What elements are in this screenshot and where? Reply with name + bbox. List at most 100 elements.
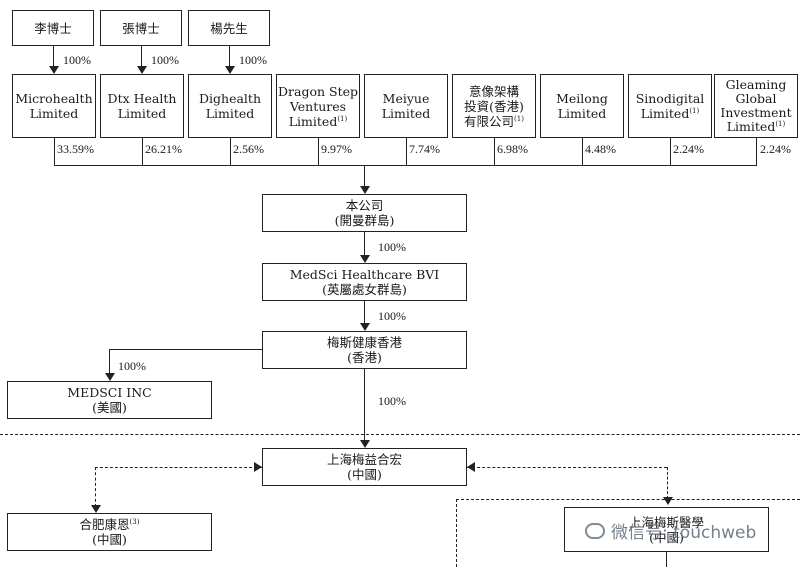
arrow-head bbox=[104, 373, 115, 381]
connector bbox=[364, 165, 366, 188]
connector bbox=[109, 349, 111, 375]
connector bbox=[142, 138, 144, 165]
dashed-connector bbox=[95, 467, 262, 468]
arrow-head bbox=[359, 255, 370, 263]
watermark-text: 微信号: touchweb bbox=[611, 523, 757, 543]
ownership-pct: 9.97% bbox=[321, 142, 352, 156]
hk-box: 梅斯健康香港 (香港) bbox=[262, 331, 467, 369]
holder-name-line: Investment bbox=[720, 105, 792, 120]
holder-name-line: Limited(1) bbox=[289, 114, 348, 129]
bvi-box: MedSci Healthcare BVI (英屬處女群島) bbox=[262, 263, 467, 301]
shareholder-name: 李博士 bbox=[34, 20, 72, 36]
entity-place: (中國) bbox=[92, 532, 127, 547]
shareholder-box-yang: 楊先生 bbox=[188, 10, 270, 46]
holder-name-line: Dtx Health bbox=[107, 91, 177, 106]
arrow-head bbox=[136, 66, 147, 74]
holder-name-line: Dragon Step bbox=[278, 83, 358, 99]
ownership-pct: 26.21% bbox=[145, 142, 182, 156]
holder-name-line: Dighealth bbox=[199, 91, 261, 106]
entity-name: 本公司 bbox=[345, 198, 384, 213]
connector bbox=[582, 138, 584, 165]
connector bbox=[406, 138, 408, 165]
holder-name-text: Limited bbox=[640, 106, 690, 121]
ownership-pct: 100% bbox=[239, 53, 267, 67]
connector bbox=[364, 369, 366, 441]
arrow-head bbox=[467, 462, 475, 472]
connector bbox=[229, 46, 231, 68]
shareholder-box-zhang: 張博士 bbox=[100, 10, 182, 46]
bus-line bbox=[54, 165, 757, 167]
arrow-head bbox=[254, 462, 262, 472]
wechat-icon bbox=[585, 522, 605, 539]
dashed-divider bbox=[0, 434, 800, 435]
arrow-head bbox=[224, 66, 235, 74]
arrow-head bbox=[359, 186, 370, 194]
arrow-head bbox=[90, 505, 101, 513]
holder-name-line: Limited(1) bbox=[727, 120, 786, 134]
holder-box-dighealth: Dighealth Limited bbox=[188, 74, 272, 138]
holder-name-line: Microhealth bbox=[15, 91, 93, 106]
dashed-connector bbox=[467, 467, 667, 468]
ownership-pct: 2.24% bbox=[673, 142, 704, 156]
footnote-mark: (1) bbox=[337, 114, 348, 123]
arrow-head bbox=[359, 323, 370, 331]
entity-name-text: 合肥康恩 bbox=[79, 517, 130, 532]
holder-box-dragon-step: Dragon Step Ventures Limited(1) bbox=[276, 74, 360, 138]
arrow-head bbox=[359, 440, 370, 448]
entity-place: (中國) bbox=[649, 529, 684, 545]
shareholder-name: 楊先生 bbox=[210, 20, 248, 36]
ownership-pct: 100% bbox=[378, 394, 406, 408]
dashed-region-border bbox=[456, 499, 457, 567]
footnote-mark: (1) bbox=[689, 106, 700, 115]
entity-name: 上海梅斯醫學 bbox=[628, 514, 704, 530]
holder-name-text: 有限公司 bbox=[464, 113, 515, 129]
holder-name-line: 意像架構 bbox=[468, 83, 519, 99]
connector bbox=[109, 349, 262, 351]
ownership-pct: 100% bbox=[118, 359, 146, 373]
ownership-pct: 100% bbox=[63, 53, 91, 67]
connector bbox=[318, 138, 320, 165]
holder-name-text: Limited bbox=[726, 119, 776, 134]
holder-box-yixiang: 意像架構 投資(香港) 有限公司(1) bbox=[452, 74, 536, 138]
dashed-connector bbox=[667, 467, 668, 499]
connector bbox=[364, 232, 366, 257]
ownership-pct: 100% bbox=[378, 309, 406, 323]
entity-name: 梅斯健康香港 bbox=[326, 335, 402, 350]
holder-name-line: Limited bbox=[29, 106, 79, 121]
holder-box-sinodigital: Sinodigital Limited(1) bbox=[628, 74, 712, 138]
holder-box-meilong: Meilong Limited bbox=[540, 74, 624, 138]
connector bbox=[230, 138, 232, 165]
holder-name-line: Ventures bbox=[289, 98, 347, 114]
connector bbox=[756, 138, 758, 165]
holder-name-line: Sinodigital bbox=[635, 91, 705, 106]
entity-place: (英屬處女群島) bbox=[322, 282, 407, 297]
ownership-pct: 7.74% bbox=[409, 142, 440, 156]
holder-name-line: Limited bbox=[205, 106, 255, 121]
footnote-mark: (1) bbox=[775, 119, 786, 128]
arrow-head bbox=[662, 497, 673, 505]
connector bbox=[54, 138, 56, 165]
ownership-pct: 2.24% bbox=[760, 142, 791, 156]
holder-name-text: Limited bbox=[288, 113, 338, 129]
ownership-pct: 4.48% bbox=[585, 142, 616, 156]
dashed-region-border bbox=[456, 499, 800, 500]
entity-place: (香港) bbox=[347, 350, 382, 365]
connector bbox=[670, 138, 672, 165]
entity-name: MedSci Healthcare BVI bbox=[289, 267, 440, 282]
holder-name-line: Limited bbox=[381, 106, 431, 121]
hefei-box: 合肥康恩(3) (中國) bbox=[7, 513, 212, 551]
holder-box-microhealth: Microhealth Limited bbox=[12, 74, 96, 138]
holder-name-line: Limited(1) bbox=[641, 106, 700, 121]
entity-name: 合肥康恩(3) bbox=[80, 517, 140, 532]
ownership-pct: 6.98% bbox=[497, 142, 528, 156]
connector bbox=[364, 301, 366, 325]
entity-name: MEDSCI INC bbox=[67, 385, 152, 400]
holder-box-dtx: Dtx Health Limited bbox=[100, 74, 184, 138]
entity-place: (開曼群島) bbox=[334, 213, 395, 228]
shareholder-name: 張博士 bbox=[122, 20, 160, 36]
footnote-mark: (1) bbox=[514, 114, 524, 123]
dashed-connector bbox=[95, 467, 96, 507]
holder-name-line: Limited bbox=[557, 106, 607, 121]
holder-box-meiyue: Meiyue Limited bbox=[364, 74, 448, 138]
entity-place: (美國) bbox=[92, 400, 127, 415]
